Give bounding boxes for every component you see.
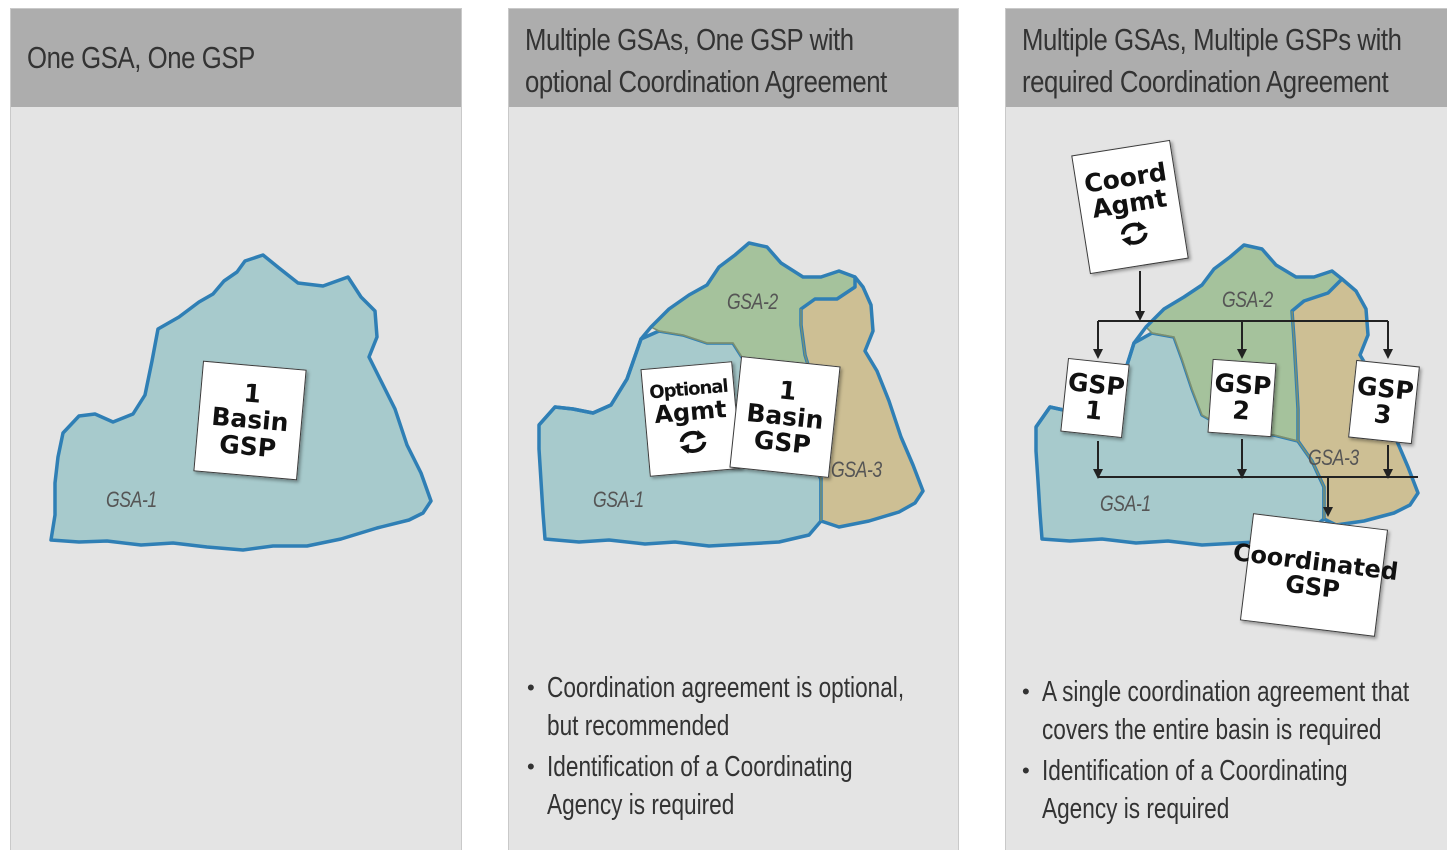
bullet-list: Coordination agreement is optional, but … bbox=[527, 669, 1067, 827]
gsp-2-card: GSP 2 bbox=[1207, 358, 1277, 438]
coordinated-gsp-card: Coordinated GSP bbox=[1232, 513, 1400, 637]
bullet-item: Identification of a Coordinating Agency … bbox=[527, 748, 1067, 824]
arrow-connector bbox=[1097, 271, 1418, 509]
bullet-line: covers the entire basin is required bbox=[1042, 714, 1382, 746]
gsa-1-label: GSA-1 bbox=[593, 487, 644, 512]
gsp-3-card: GSP 3 bbox=[1348, 359, 1420, 445]
panel-header: One GSA, One GSP bbox=[11, 9, 461, 107]
card-line: GSP bbox=[1283, 569, 1342, 605]
panel-title-line: One GSA, One GSP bbox=[27, 40, 255, 75]
gsa-3-label: GSA-3 bbox=[1308, 445, 1359, 470]
panel-multiple-gsas-multiple-gsps: Multiple GSAs, Multiple GSPs with requir… bbox=[1005, 8, 1447, 850]
card-line: GSP bbox=[218, 429, 278, 463]
basin-gsp-card: 1 Basin GSP bbox=[729, 356, 841, 478]
gsa-1-label: GSA-1 bbox=[106, 487, 157, 512]
bullet-line: Identification of a Coordinating bbox=[547, 751, 853, 783]
refresh-icon bbox=[679, 430, 707, 454]
basin-gsp-card: 1 Basin GSP bbox=[193, 360, 307, 481]
bullet-line: but recommended bbox=[547, 710, 730, 742]
card-line: GSP bbox=[752, 425, 813, 460]
bullet-item: Identification of a Coordinating Agency … bbox=[1022, 752, 1447, 828]
card-line: 3 bbox=[1372, 399, 1393, 430]
arrow-heads bbox=[1093, 311, 1393, 517]
bullet-list: A single coordination agreement that cov… bbox=[1022, 673, 1447, 831]
bullet-line: Coordination agreement is optional, bbox=[547, 672, 905, 704]
panel-title-line: optional Coordination Agreement bbox=[525, 64, 887, 99]
card-line: Agmt bbox=[653, 394, 728, 429]
panel-title-line: Multiple GSAs, One GSP with bbox=[525, 22, 854, 57]
panel-one-gsa-one-gsp: One GSA, One GSP 1 Basin GSP GSA-1 bbox=[10, 8, 462, 850]
gsa-2-label: GSA-2 bbox=[727, 289, 778, 314]
panel-title-line: Multiple GSAs, Multiple GSPs with bbox=[1022, 22, 1402, 57]
refresh-icon bbox=[1120, 221, 1148, 247]
gsa-2-label: GSA-2 bbox=[1222, 287, 1273, 312]
panel-header: Multiple GSAs, One GSP with optional Coo… bbox=[509, 9, 958, 107]
panel-title-line: required Coordination Agreement bbox=[1022, 64, 1389, 99]
gsa-1-label: GSA-1 bbox=[1100, 491, 1151, 516]
bullet-line: Agency is required bbox=[547, 789, 735, 821]
optional-agmt-card: Optional Agmt bbox=[640, 361, 742, 477]
card-line: 2 bbox=[1231, 395, 1251, 426]
card-line: 1 bbox=[1083, 395, 1104, 426]
bullet-item: A single coordination agreement that cov… bbox=[1022, 673, 1447, 749]
bullet-line: A single coordination agreement that bbox=[1042, 676, 1410, 708]
panel-multiple-gsas-one-gsp: Multiple GSAs, One GSP with optional Coo… bbox=[508, 8, 959, 850]
bullet-line: Identification of a Coordinating bbox=[1042, 755, 1348, 787]
bullet-line: Agency is required bbox=[1042, 793, 1230, 825]
gsp-1-card: GSP 1 bbox=[1060, 357, 1130, 439]
bullet-item: Coordination agreement is optional, but … bbox=[527, 669, 1067, 745]
gsa-3-label: GSA-3 bbox=[831, 457, 882, 482]
panel-header: Multiple GSAs, Multiple GSPs with requir… bbox=[1006, 9, 1447, 107]
coord-agmt-card: Coord Agmt bbox=[1071, 139, 1189, 275]
